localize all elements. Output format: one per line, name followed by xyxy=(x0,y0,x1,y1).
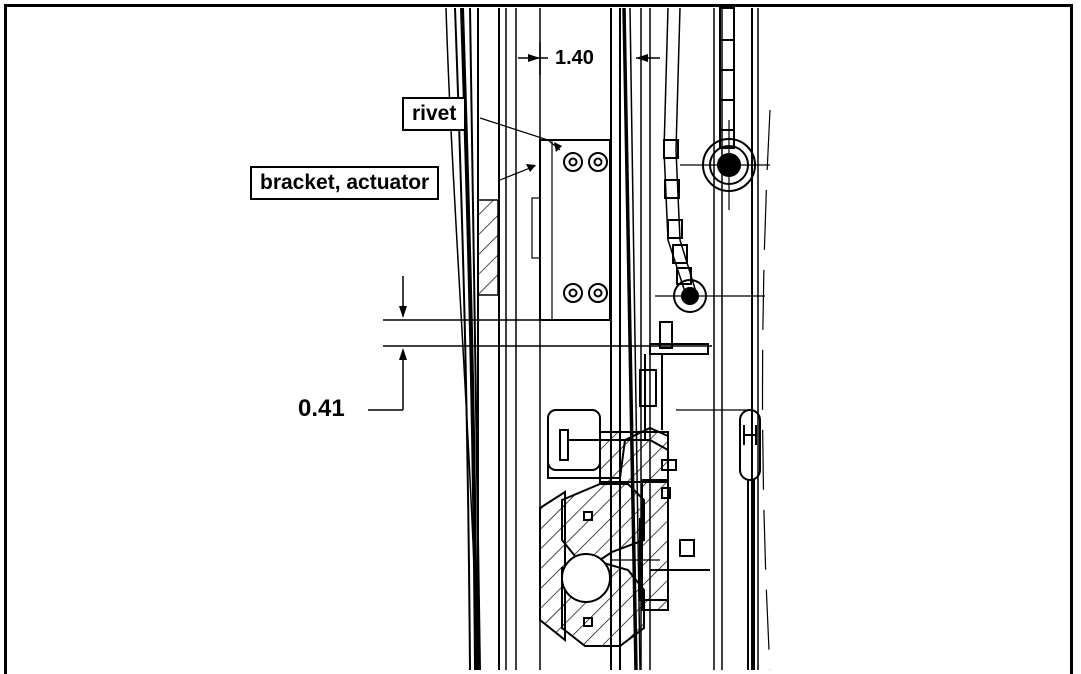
diagram-frame xyxy=(4,4,1073,674)
dimension-1-40-label: 1.40 xyxy=(555,47,594,69)
bracket-actuator-label: bracket, actuator xyxy=(250,166,440,200)
rivet-label: rivet xyxy=(402,97,467,131)
dimension-0-41-label: 0.41 xyxy=(298,395,345,422)
